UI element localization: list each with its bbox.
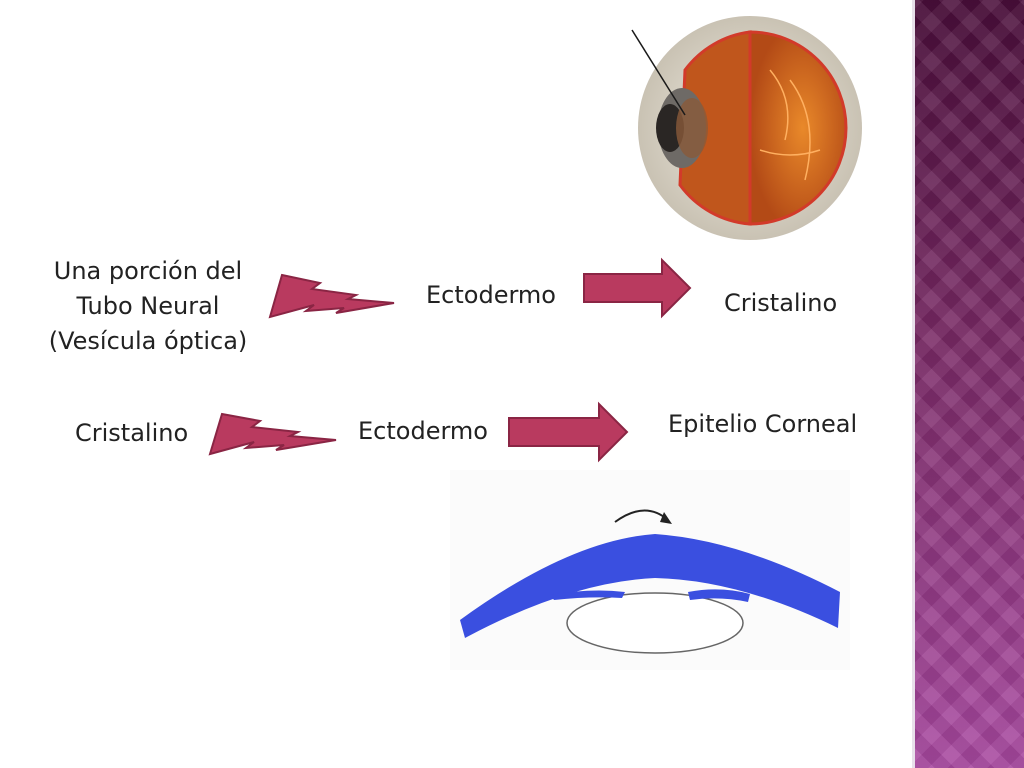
source-label-neural-tube: Una porción del Tubo Neural (Vesícula óp… xyxy=(33,254,263,359)
source-line-1: Una porción del xyxy=(53,257,243,285)
cornea-lens-diagram xyxy=(450,470,850,670)
right-arrow-2 xyxy=(508,401,629,463)
lightning-arrow-1 xyxy=(268,273,395,319)
decorative-side-band xyxy=(912,0,1024,768)
lightning-arrow-2 xyxy=(208,412,337,456)
result-label-epitelio-corneal: Epitelio Corneal xyxy=(668,410,858,438)
tissue-label-ectodermo-2: Ectodermo xyxy=(358,417,488,445)
source-line-2: Tubo Neural xyxy=(76,292,220,320)
source-line-3: (Vesícula óptica) xyxy=(48,327,248,355)
eye-cross-section-illustration xyxy=(631,16,862,240)
tissue-label-ectodermo-1: Ectodermo xyxy=(426,281,556,309)
result-label-cristalino: Cristalino xyxy=(724,289,838,317)
right-arrow-1 xyxy=(583,257,692,319)
source-label-cristalino: Cristalino xyxy=(75,419,189,447)
